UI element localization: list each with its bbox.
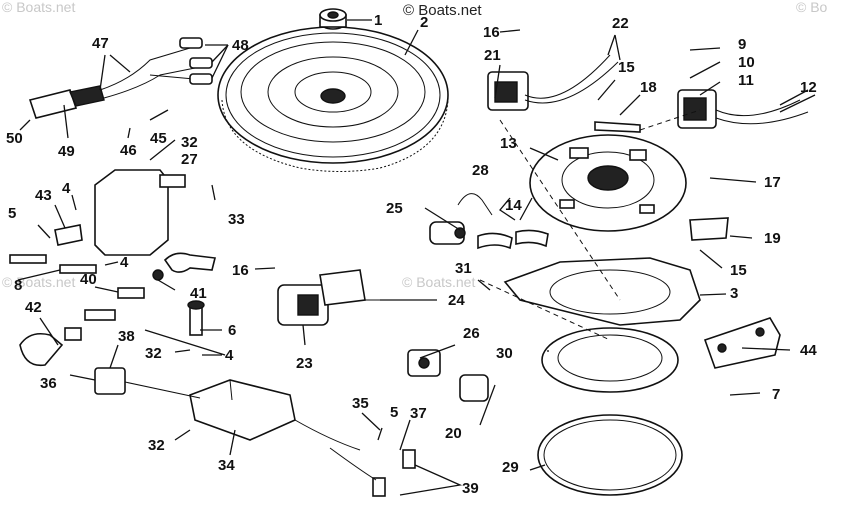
rectifier [277,269,400,326]
elbow-41 [152,252,216,281]
callout-48: 48 [232,37,249,54]
callout-32a: 32 [181,134,198,151]
callout-34: 34 [218,457,235,474]
callout-29: 29 [502,459,519,476]
ignition-coil [94,169,186,256]
callout-22: 22 [612,15,629,32]
boot-36 [94,367,201,399]
bolt-6 [187,300,205,336]
callout-8: 8 [14,277,22,294]
sensor [429,221,466,245]
trigger-bracket [703,317,781,369]
callout-2: 2 [420,14,428,31]
power-pack [189,379,361,451]
callout-4b: 4 [120,254,129,271]
callout-13: 13 [500,135,517,152]
callout-47: 47 [92,35,109,52]
callout-28: 28 [472,162,489,179]
callout-43: 43 [35,187,52,204]
flywheel-nut [319,8,347,30]
retainer-plate [503,257,701,326]
callout-12: 12 [800,79,817,96]
callout-31: 31 [455,260,472,277]
power-pack-bracket [487,54,619,111]
callout-1: 1 [374,12,382,29]
watermark-main: © Boats.net [403,2,482,19]
callout-49: 49 [58,143,75,160]
callout-20: 20 [445,425,462,442]
assembly-line-2 [479,279,611,341]
callout-26: 26 [463,325,480,342]
callout-4c: 4 [225,347,234,364]
assembly-line-1 [499,119,621,301]
callout-15b: 15 [730,262,747,279]
callout-37: 37 [410,405,427,422]
callout-35: 35 [352,395,369,412]
callout-24: 24 [448,292,465,309]
watermark-faint-right: © Bo [796,0,828,15]
callout-11: 11 [738,72,754,89]
callout-41: 41 [190,285,207,302]
callout-4a: 4 [62,180,71,197]
callout-9: 9 [738,36,746,53]
callout-33: 33 [228,211,245,228]
spring-clip [457,193,493,216]
spark-plug-wires [99,37,213,99]
callout-16b: 16 [232,262,249,279]
callout-50: 50 [6,130,23,147]
callout-18: 18 [640,79,657,96]
retaining-ring [541,327,679,393]
snap-ring [537,414,683,496]
terminal-26 [407,349,441,377]
callout-42: 42 [25,299,42,316]
callout-32b: 32 [145,345,162,362]
callout-36: 36 [40,375,57,392]
callout-5b: 5 [390,404,398,421]
callout-17: 17 [764,174,781,191]
callout-45: 45 [150,130,167,147]
watermark-faint-left: © Boats.net [2,0,75,15]
stator-plate [529,134,687,232]
callout-19: 19 [764,230,781,247]
callout-40: 40 [80,271,97,288]
spark-plug [28,85,105,119]
callout-25: 25 [386,200,403,217]
callout-39: 39 [462,480,479,497]
hose-pair [477,229,549,250]
callout-14: 14 [505,197,522,214]
callout-21: 21 [484,47,501,64]
callout-32c: 32 [148,437,165,454]
screws-left [9,254,145,321]
callout-16a: 16 [483,24,500,41]
callout-labels: 1 2 3 4 4 4 5 5 6 7 8 9 10 11 12 13 14 1… [6,12,817,497]
bracket-43 [54,224,83,246]
watermark-faint-mid2: © Boats.net [2,274,75,290]
flywheel [217,26,449,172]
callout-5a: 5 [8,205,16,222]
leader-lines [17,19,816,496]
shield-plate [689,217,729,241]
callout-46: 46 [120,142,137,159]
callout-10: 10 [738,54,755,71]
watermark-faint-mid1: © Boats.net [402,274,475,290]
clip-plate [594,121,641,133]
callout-38: 38 [118,328,135,345]
assembly-line-3 [639,109,701,131]
connector-37 [329,447,416,497]
callout-15a: 15 [618,59,635,76]
sleeve-20 [459,374,489,402]
callout-27: 27 [181,151,198,168]
callout-30: 30 [496,345,513,362]
callout-3: 3 [730,285,738,302]
ignition-coil-mount [677,89,809,129]
boot-42 [19,327,82,367]
callout-23: 23 [296,355,313,372]
callout-7: 7 [772,386,780,403]
callout-44: 44 [800,342,817,359]
callout-6: 6 [228,322,236,339]
